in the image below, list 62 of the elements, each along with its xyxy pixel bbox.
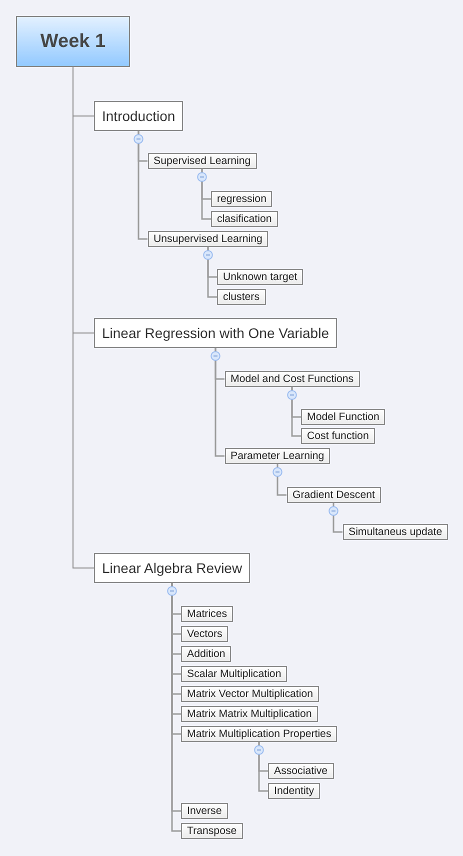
subtopic-label: Associative bbox=[274, 764, 328, 778]
subtopic-box bbox=[181, 686, 319, 702]
subtopic-box bbox=[181, 666, 288, 682]
subtopic-label: Indentity bbox=[274, 784, 314, 798]
topic-label: Introduction bbox=[102, 108, 176, 124]
subtopic-box bbox=[181, 823, 243, 839]
subtopic-box bbox=[286, 487, 381, 503]
subtopic-box bbox=[224, 371, 360, 387]
main-topic-box bbox=[94, 101, 184, 131]
subtopic-label: Unsupervised Learning bbox=[154, 232, 262, 246]
subtopic-label: Unknown target bbox=[223, 270, 298, 284]
subtopic-box bbox=[342, 524, 448, 540]
subtopic-label: Supervised Learning bbox=[154, 154, 251, 168]
subtopic-label: Addition bbox=[187, 648, 226, 660]
subtopic-box bbox=[301, 409, 386, 425]
subtopic-box bbox=[217, 269, 304, 285]
subtopic-label: Parameter Learning bbox=[230, 450, 324, 462]
subtopic-box bbox=[268, 783, 320, 799]
connector-line bbox=[276, 464, 286, 496]
subtopic-label: Model Function bbox=[307, 410, 380, 424]
subtopic-label: clasification bbox=[217, 212, 272, 226]
topic-label: Linear Regression with One Variable bbox=[102, 325, 329, 341]
subtopic-box bbox=[211, 211, 278, 227]
connector-line bbox=[207, 247, 217, 298]
subtopic-label: Matrices bbox=[187, 608, 228, 620]
connector-line bbox=[332, 503, 342, 533]
subtopic-label: Model and Cost Functions bbox=[230, 372, 354, 386]
topic-title: Week 1 bbox=[40, 30, 106, 52]
subtopic-label: Matrix Multiplication Properties bbox=[187, 728, 332, 740]
connector-line bbox=[291, 387, 301, 437]
subtopic-box bbox=[181, 606, 234, 622]
subtopic-label: Inverse bbox=[187, 804, 222, 818]
connector-line bbox=[258, 742, 268, 792]
subtopic-box bbox=[211, 191, 272, 207]
subtopic-box bbox=[301, 428, 375, 444]
subtopic-box bbox=[181, 726, 338, 742]
subtopic-label: Simultaneus update bbox=[348, 526, 442, 538]
subtopic-box bbox=[181, 626, 228, 642]
subtopic-label: regression bbox=[217, 192, 266, 206]
topic-label: Linear Algebra Review bbox=[102, 560, 242, 576]
subtopic-label: Cost function bbox=[307, 430, 369, 442]
main-topic-box bbox=[94, 553, 250, 583]
connector-line bbox=[138, 131, 148, 240]
central-topic-box bbox=[16, 16, 130, 67]
connector-line bbox=[201, 169, 211, 220]
subtopic-label: Vectors bbox=[187, 628, 222, 640]
connector-line bbox=[214, 348, 224, 457]
subtopic-box bbox=[181, 706, 318, 722]
subtopic-box bbox=[181, 646, 232, 662]
subtopic-label: Matrix Vector Multiplication bbox=[187, 688, 313, 700]
subtopic-label: clusters bbox=[223, 290, 260, 304]
subtopic-label: Scalar Multiplication bbox=[187, 668, 282, 680]
subtopic-label: Gradient Descent bbox=[292, 488, 375, 502]
subtopic-label: Matrix Matrix Multiplication bbox=[187, 708, 312, 720]
subtopic-box bbox=[181, 803, 228, 819]
main-topic-box bbox=[94, 318, 337, 348]
subtopic-box bbox=[148, 153, 257, 169]
subtopic-box bbox=[148, 231, 268, 247]
subtopic-label: Transpose bbox=[187, 824, 237, 838]
subtopic-box bbox=[224, 448, 330, 464]
subtopic-box bbox=[217, 289, 266, 305]
subtopic-box bbox=[268, 763, 334, 779]
